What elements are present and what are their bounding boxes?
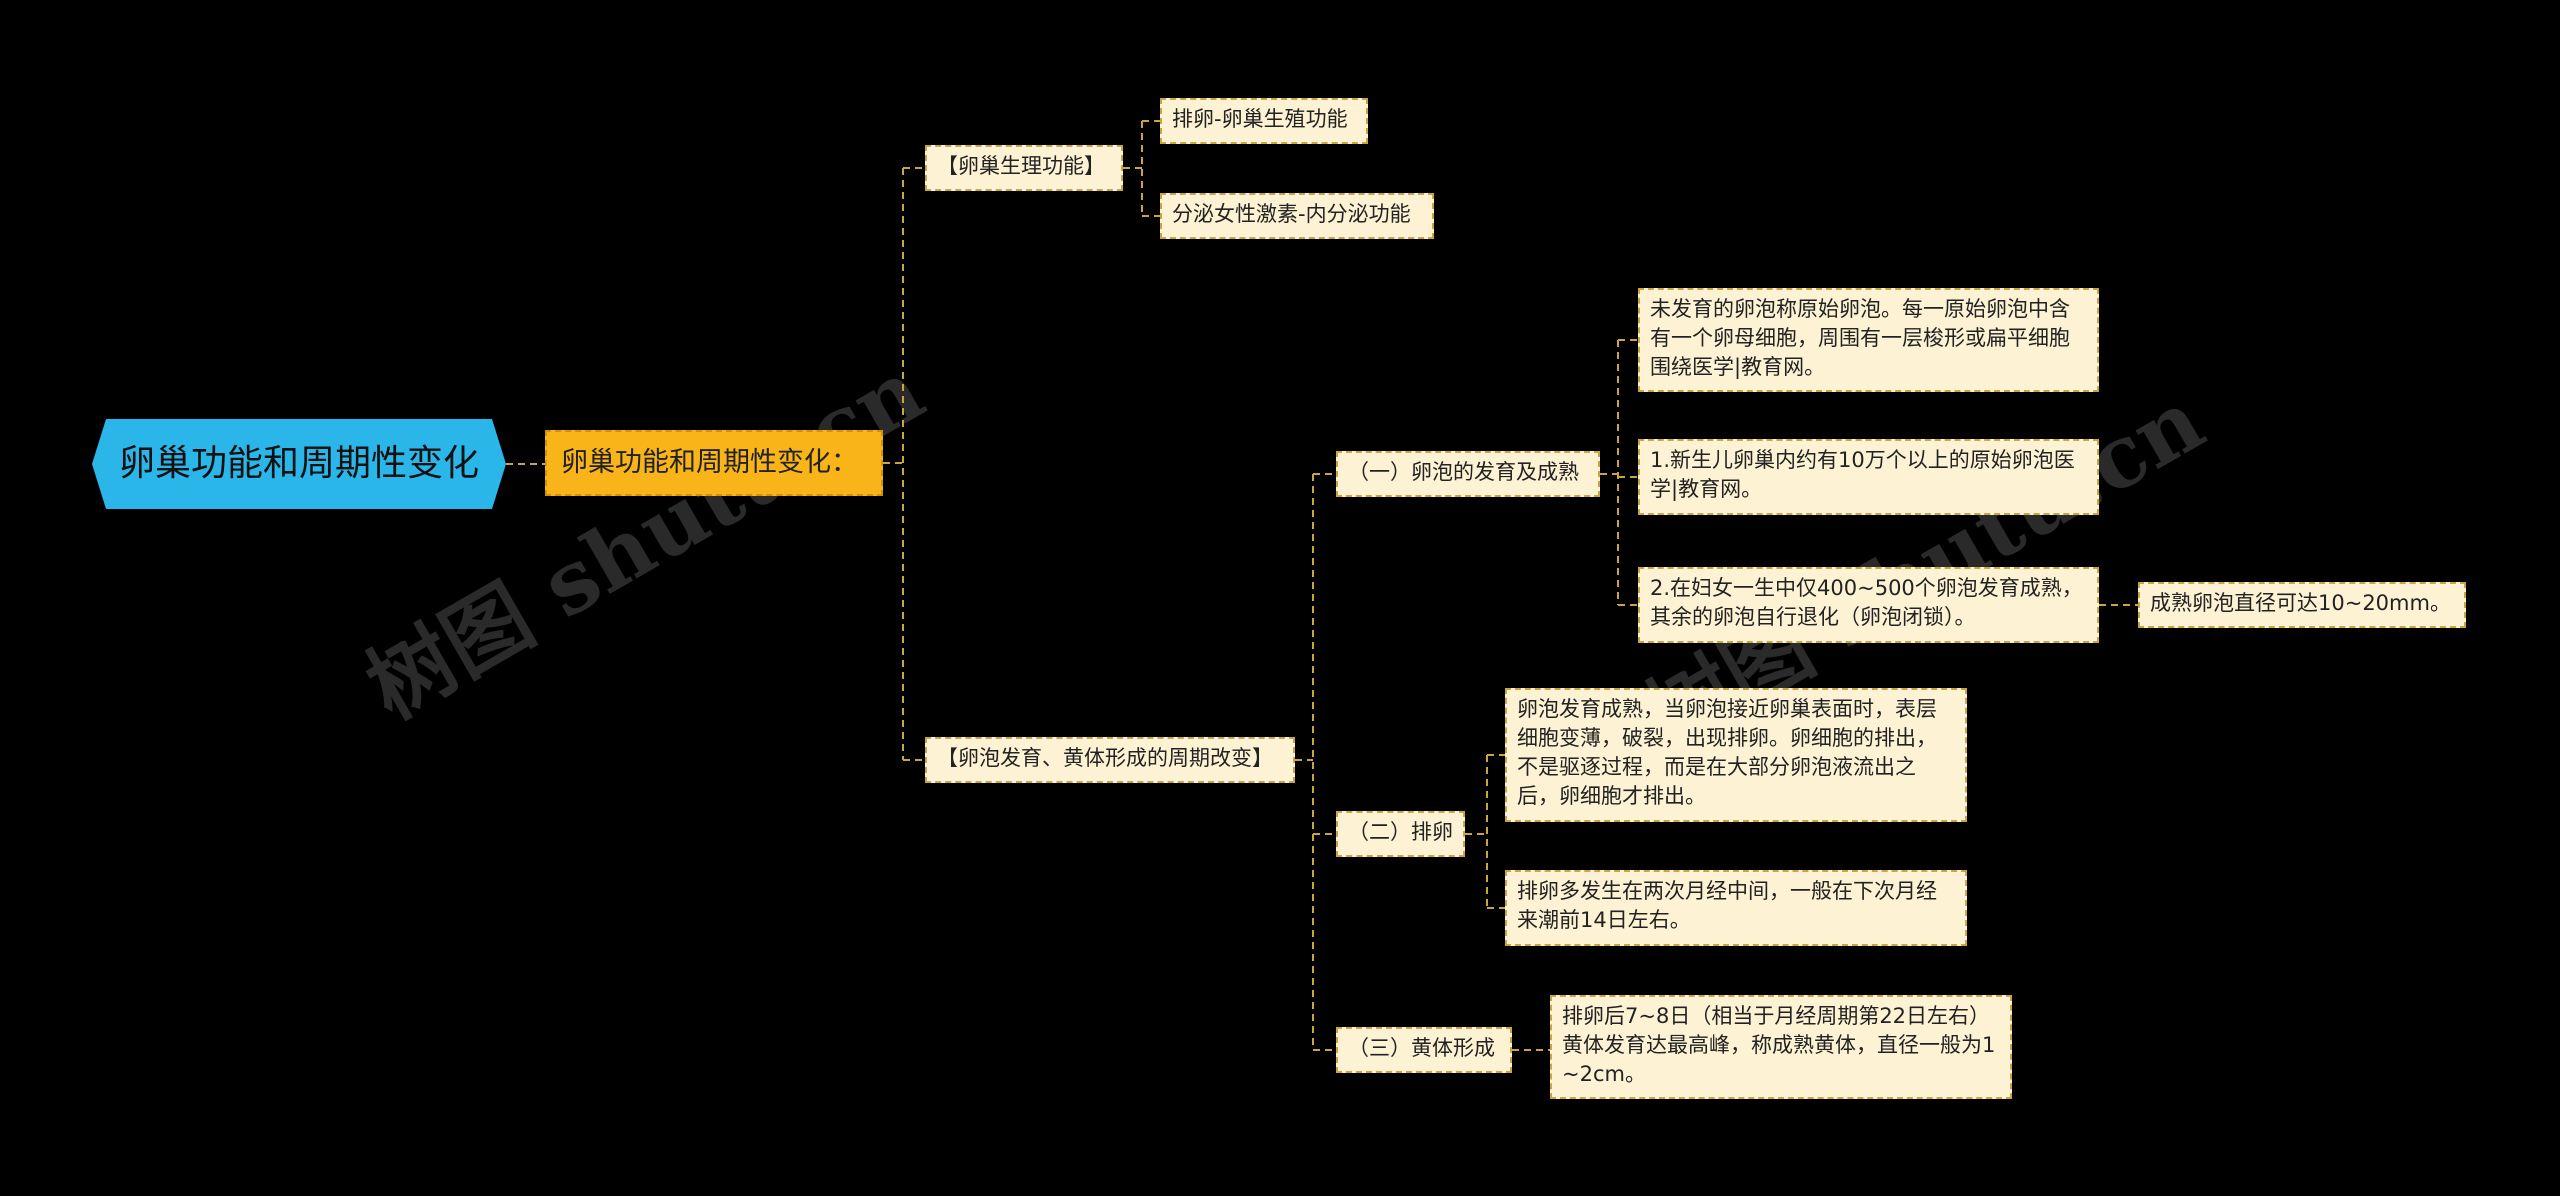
sub-corpus-luteum[interactable]: （三）黄体形成 [1336,1027,1512,1073]
node-ovulation-timing[interactable]: 排卵多发生在两次月经中间，一般在下次月经来潮前14日左右。 [1505,870,1967,946]
node-mature-follicle-diameter[interactable]: 成熟卵泡直径可达10~20mm。 [2138,582,2466,628]
node-newborn-follicles[interactable]: 1.新生儿卵巢内约有10万个以上的原始卵泡医学|教育网。 [1638,439,2099,515]
branch-cyclic-changes[interactable]: 【卵泡发育、黄体形成的周期改变】 [925,737,1295,783]
root-topic[interactable]: 卵巢功能和周期性变化 [92,419,506,509]
node-endocrine-function[interactable]: 分泌女性激素-内分泌功能 [1160,193,1434,239]
connector-b1-children [1123,120,1160,217]
sub-follicle-development[interactable]: （一）卵泡的发育及成熟 [1336,451,1600,497]
node-mature-follicles-count[interactable]: 2.在妇女一生中仅400~500个卵泡发育成熟，其余的卵泡自行退化（卵泡闭锁）。 [1638,567,2099,643]
sub-ovulation[interactable]: （二）排卵 [1336,811,1465,857]
node-primordial-follicle[interactable]: 未发育的卵泡称原始卵泡。每一原始卵泡中含有一个卵母细胞，周围有一层梭形或扁平细胞… [1638,288,2099,392]
node-corpus-luteum-peak[interactable]: 排卵后7~8日（相当于月经周期第22日左右）黄体发育达最高峰，称成熟黄体，直径一… [1550,995,2012,1099]
connector-b2-subs [1295,473,1336,1051]
connector-s2-children [1465,754,1505,909]
node-ovulation-process[interactable]: 卵泡发育成熟，当卵泡接近卵巢表面时，表层细胞变薄，破裂，出现排卵。卵细胞的排出，… [1505,688,1967,822]
connector-s1-children [1600,339,1638,606]
main-topic[interactable]: 卵巢功能和周期性变化： [545,430,883,496]
connector-main-branches [883,167,925,761]
branch-ovary-physiology[interactable]: 【卵巢生理功能】 [925,145,1123,191]
node-ovulation-reproduction[interactable]: 排卵-卵巢生殖功能 [1160,98,1368,144]
